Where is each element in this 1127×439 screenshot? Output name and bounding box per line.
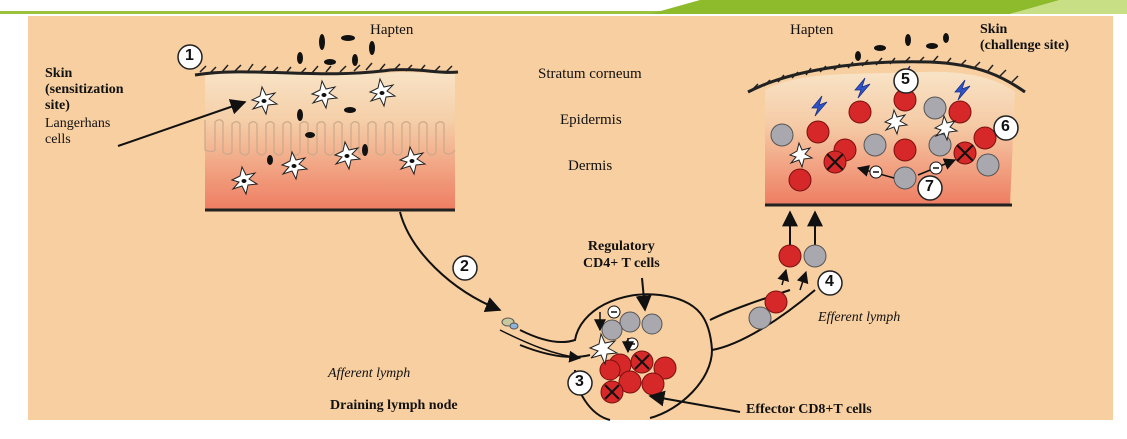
hapten-label-right: Hapten: [790, 22, 833, 39]
skin-sensitization-label: Skin (sensitization site): [45, 66, 124, 114]
step-6-number: 6: [1001, 118, 1010, 136]
langerhans-label: Langerhans cells: [45, 116, 110, 148]
epidermis-label: Epidermis: [560, 112, 622, 129]
step-7-number: 7: [925, 178, 934, 196]
hapten-label-left: Hapten: [370, 22, 413, 39]
draining-lymph-node-label: Draining lymph node: [330, 398, 458, 414]
step-2-number: 2: [460, 258, 469, 276]
skin-sensitization-block: [195, 63, 458, 210]
regulatory-label: Regulatory CD4+ T cells: [583, 238, 660, 272]
dermis-label: Dermis: [568, 158, 612, 175]
afferent-lymph-label: Afferent lymph: [328, 366, 410, 382]
effector-label: Effector CD8+T cells: [746, 402, 872, 418]
step-3-number: 3: [575, 373, 584, 391]
step-5-number: 5: [901, 71, 910, 89]
efferent-lymph-label: Efferent lymph: [818, 310, 900, 326]
skin-challenge-label: Skin (challenge site): [980, 22, 1069, 54]
stratum-corneum-label: Stratum corneum: [538, 66, 642, 83]
header-accent: [650, 0, 1060, 14]
header-rule: [0, 11, 690, 14]
step-1-number: 1: [185, 47, 194, 65]
step-4-number: 4: [825, 273, 834, 291]
